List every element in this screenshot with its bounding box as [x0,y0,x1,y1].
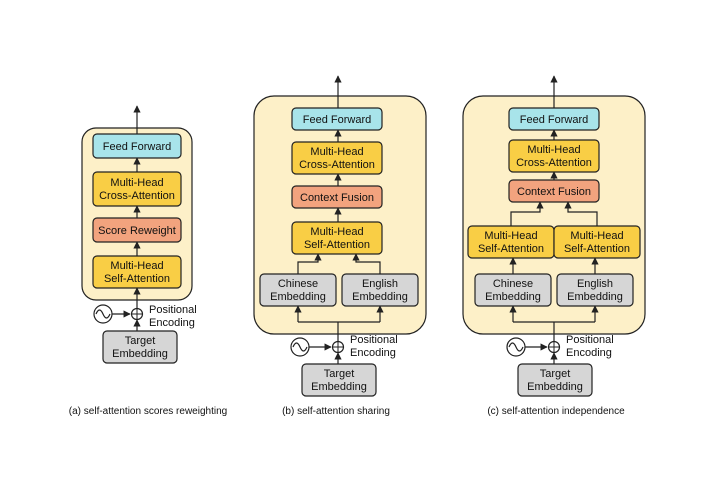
cross-attention-label-a-1: Multi-Head [110,177,163,189]
target-embedding-label-c-1: Target [540,368,571,380]
feed-forward-label-b: Feed Forward [303,114,371,126]
target-embedding-label-a-1: Target [125,335,156,347]
cross-attention-label-a-2: Cross-Attention [99,190,175,202]
positional-encoding-label-a-1: Positional [149,304,197,316]
positional-encoding-label-b-1: Positional [350,334,398,346]
self-attention-box-b [291,221,383,255]
english-embedding-label-c-1: English [577,278,613,290]
caption-b: (b) self-attention sharing [282,406,390,417]
chinese-embedding-label-c-1: Chinese [493,278,533,290]
chinese-embedding-label-b-1: Chinese [278,278,318,290]
self-attention-label-b-1: Multi-Head [310,226,363,238]
self-attention-label-b-2: Self-Attention [304,239,370,251]
feed-forward-label-a: Feed Forward [103,141,171,153]
context-fusion-label-c: Context Fusion [517,186,591,198]
panel-c: Feed Forward Multi-Head Cross-Attention … [462,75,646,417]
target-embedding-box-c [517,363,593,397]
english-embedding-label-c-2: Embedding [567,291,623,303]
panel-b: Feed Forward Multi-Head Cross-Attention … [253,75,427,417]
target-embedding-box-b [301,363,377,397]
english-embedding-label-b-1: English [362,278,398,290]
self-attention-label-c-left-2: Self-Attention [478,243,544,255]
target-embedding-label-c-2: Embedding [527,381,583,393]
self-attention-label-c-left-1: Multi-Head [484,230,537,242]
self-attention-label-a-1: Multi-Head [110,260,163,272]
panel-a: Feed Forward Multi-Head Cross-Attention … [69,105,227,417]
cross-attention-label-c-1: Multi-Head [527,144,580,156]
cross-attention-label-b-2: Cross-Attention [299,159,375,171]
cross-attention-label-b-1: Multi-Head [310,146,363,158]
feed-forward-label-c: Feed Forward [520,114,588,126]
self-attention-label-c-right-1: Multi-Head [570,230,623,242]
context-fusion-label-b: Context Fusion [300,192,374,204]
positional-encoding-label-c-1: Positional [566,334,614,346]
target-embedding-label-a-2: Embedding [112,348,168,360]
chinese-embedding-label-c-2: Embedding [485,291,541,303]
context-fusion-box-c [508,179,600,203]
chinese-embedding-label-b-2: Embedding [270,291,326,303]
self-attention-label-c-right-2: Self-Attention [564,243,630,255]
caption-c: (c) self-attention independence [487,406,625,417]
positional-encoding-label-c-2: Encoding [566,347,612,359]
self-attention-label-a-2: Self-Attention [104,273,170,285]
english-embedding-label-b-2: Embedding [352,291,408,303]
cross-attention-label-c-2: Cross-Attention [516,157,592,169]
score-reweight-label-a: Score Reweight [98,225,176,237]
positional-encoding-label-a-2: Encoding [149,317,195,329]
target-embedding-box-a [102,330,178,364]
target-embedding-label-b-2: Embedding [311,381,367,393]
target-embedding-label-b-1: Target [324,368,355,380]
caption-a: (a) self-attention scores reweighting [69,406,227,417]
positional-encoding-label-b-2: Encoding [350,347,396,359]
